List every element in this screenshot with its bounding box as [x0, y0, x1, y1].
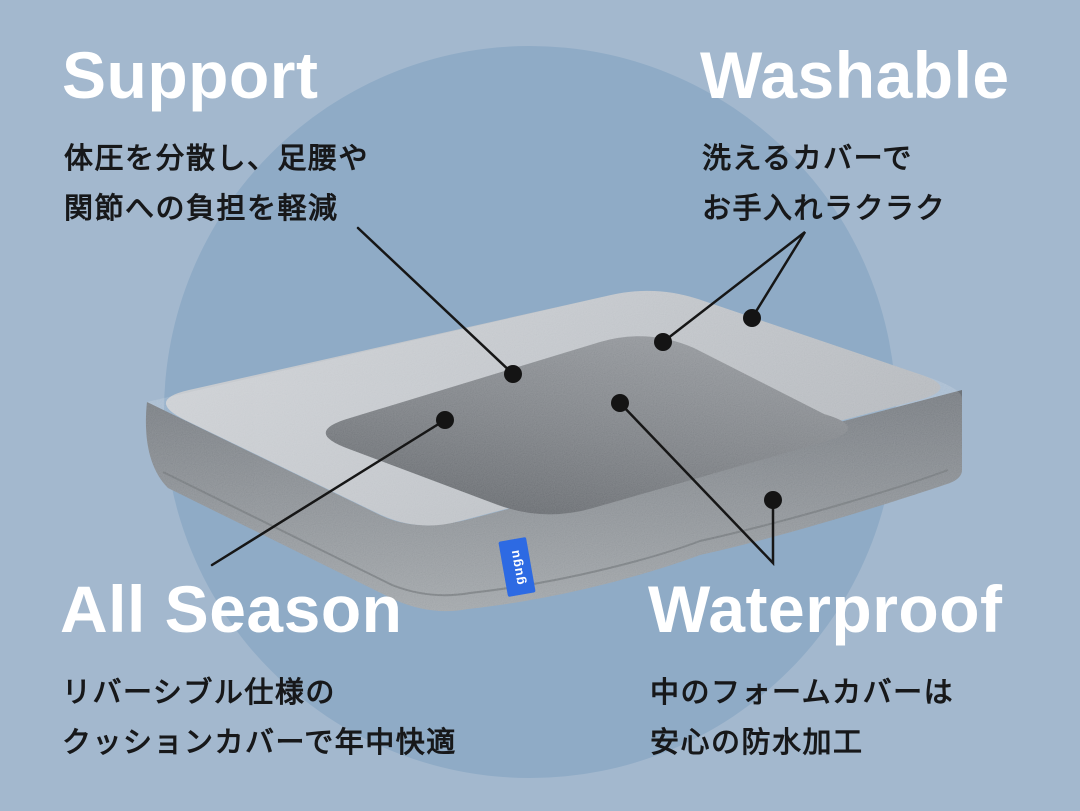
feature-support-description: 体圧を分散し、足腰や 関節への負担を軽減 [64, 134, 369, 234]
callout-dot-washable-2 [743, 309, 761, 327]
feature-all-season: All Season リバーシブル仕様の クッションカバーで年中快適 [60, 576, 457, 768]
feature-waterproof: Waterproof 中のフォームカバーは 安心の防水加工 [648, 576, 1003, 768]
feature-waterproof-title: Waterproof [648, 572, 1003, 646]
feature-all-season-title: All Season [60, 572, 403, 646]
feature-all-season-description: リバーシブル仕様の クッションカバーで年中快適 [62, 668, 457, 768]
callout-line-waterproof [618, 401, 775, 567]
callout-lines [210, 226, 807, 567]
feature-description-line: 洗えるカバーで [702, 143, 913, 175]
callout-dot-all-season [436, 411, 454, 429]
feature-description-line: 体圧を分散し、足腰や [64, 143, 370, 175]
callout-line-support [356, 226, 515, 376]
feature-support-title: Support [62, 38, 319, 112]
feature-description-line: リバーシブル仕様の [62, 677, 336, 709]
callout-dot-waterproof-1 [611, 394, 629, 412]
callout-dot-waterproof-2 [764, 491, 782, 509]
feature-washable-title: Washable [700, 38, 1010, 112]
feature-waterproof-description: 中のフォームカバーは 安心の防水加工 [650, 668, 1003, 768]
brand-tag-background [498, 537, 536, 597]
feature-description-line: 関節への負担を軽減 [64, 193, 339, 225]
feature-washable: Washable 洗えるカバーで お手入れラクラク [700, 42, 1010, 234]
feature-washable-description: 洗えるカバーで お手入れラクラク [702, 134, 1010, 234]
callout-line-washable [661, 231, 807, 344]
callout-dot-support [504, 365, 522, 383]
feature-description-line: お手入れラクラク [702, 193, 947, 225]
feature-description-line: 安心の防水加工 [650, 727, 864, 759]
feature-description-line: 中のフォームカバーは [650, 677, 955, 709]
brand-tag-label: gugu [507, 548, 528, 586]
feature-support: Support 体圧を分散し、足腰や 関節への負担を軽減 [62, 42, 369, 234]
brand-tag: gugu [498, 537, 536, 597]
callout-dots [436, 309, 782, 509]
callout-dot-washable-1 [654, 333, 672, 351]
callout-line-all-season [210, 418, 447, 567]
feature-description-line: クッションカバーで年中快適 [62, 727, 457, 759]
